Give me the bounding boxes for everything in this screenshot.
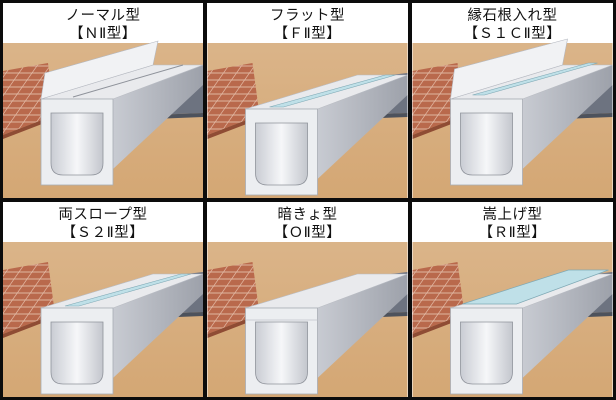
gutter-illustration — [3, 40, 203, 198]
product-grid: ノーマル型 【ＮⅡ型】 フラット型 【ＦⅡ型】 縁石根入れ型 【Ｓ１ＣⅡ型】 両… — [3, 3, 613, 397]
gutter-channel — [460, 112, 513, 176]
type-code: 【ＲⅡ型】 — [478, 225, 547, 241]
panel-caption: 両スロープ型 【Ｓ２Ⅱ型】 — [3, 206, 203, 242]
type-code: 【ＦⅡ型】 — [273, 26, 342, 42]
type-name: 暗きょ型 — [277, 207, 338, 223]
panel-double-slope-type: 両スロープ型 【Ｓ２Ⅱ型】 — [3, 202, 203, 397]
panel-caption: ノーマル型 【ＮⅡ型】 — [3, 7, 203, 43]
type-code: 【ＮⅡ型】 — [69, 26, 137, 42]
slot-line — [72, 64, 184, 98]
type-name: フラット型 — [270, 8, 345, 24]
panel-caption: 縁石根入れ型 【Ｓ１ＣⅡ型】 — [412, 7, 613, 43]
panel-culvert-type: 暗きょ型 【ＯⅡ型】 — [207, 202, 408, 397]
gutter-illustration — [412, 242, 613, 397]
panel-normal-type: ノーマル型 【ＮⅡ型】 — [3, 3, 203, 198]
panel-caption: フラット型 【ＦⅡ型】 — [207, 7, 408, 43]
panel-caption: 暗きょ型 【ＯⅡ型】 — [207, 206, 408, 242]
grating — [462, 269, 609, 305]
gutter-side-face — [522, 274, 613, 378]
panel-curb-embedded-type: 縁石根入れ型 【Ｓ１ＣⅡ型】 — [412, 3, 613, 198]
type-name: 両スロープ型 — [58, 207, 148, 223]
type-code: 【ＯⅡ型】 — [273, 225, 342, 241]
gutter-illustration — [207, 242, 408, 397]
type-code: 【Ｓ１ＣⅡ型】 — [463, 26, 562, 42]
curb-block — [450, 38, 568, 100]
gutter-channel — [460, 321, 513, 385]
grating — [64, 273, 192, 307]
panel-flat-type: フラット型 【ＦⅡ型】 — [207, 3, 408, 198]
panel-caption: 嵩上げ型 【ＲⅡ型】 — [412, 206, 613, 242]
type-name: 縁石根入れ型 — [467, 8, 558, 24]
gutter-channel — [50, 112, 104, 176]
gutter-side-face — [317, 75, 408, 179]
gutter-illustration — [207, 43, 408, 198]
grating — [269, 74, 396, 108]
gutter-channel — [255, 122, 308, 186]
gutter-side-face — [113, 65, 203, 169]
panel-raised-type: 嵩上げ型 【ＲⅡ型】 — [412, 202, 613, 397]
gutter-channel — [255, 321, 308, 385]
gutter-side-face — [317, 274, 408, 378]
grating — [472, 62, 598, 96]
type-name: 嵩上げ型 — [482, 207, 543, 223]
gutter-channel — [50, 321, 104, 385]
type-name: ノーマル型 — [65, 8, 141, 24]
curb-block — [40, 40, 159, 100]
gutter-side-face — [522, 65, 613, 169]
type-code: 【Ｓ２Ⅱ型】 — [61, 225, 145, 241]
gutter-side-face — [113, 274, 203, 378]
gutter-illustration — [412, 38, 613, 198]
gutter-illustration — [3, 242, 203, 397]
